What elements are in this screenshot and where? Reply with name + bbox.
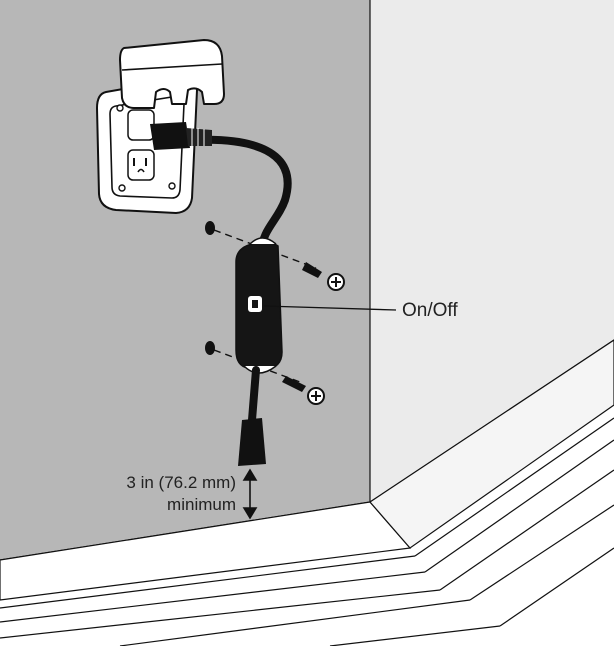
floorboard-line-2 [469,504,614,601]
screw-lower [282,376,325,405]
side-wall [370,0,614,502]
clearance-arrow-icon [242,468,258,520]
outlet-screw-right [168,182,176,190]
on-off-callout-line [263,305,397,311]
baseboard-trim-5 [0,589,441,639]
floorboard-line-3 [329,625,501,646]
baseboard-trim-3 [0,571,426,623]
plug-strain-relief [186,128,212,146]
clearance-label-line1: 3 in (76.2 mm) [126,473,236,492]
baseboard-trim-6 [439,469,614,591]
receptacle-lower [127,149,155,181]
baseboard-trim-2 [414,417,614,557]
back-wall [0,0,370,560]
baseboard-right-face [369,339,614,549]
clearance-label-line2: minimum [167,495,236,514]
plug [150,122,212,150]
outdoor-outlet [96,39,225,214]
screw-upper [302,262,345,291]
outlet-cover-lid [119,39,225,109]
outlet-screw-top [116,104,124,112]
power-cord-lower [248,366,260,424]
wall-hole-upper [205,221,215,235]
baseboard-trim-1 [0,555,416,609]
plug-body [150,122,190,150]
outlet-screw-bottom [118,184,126,192]
cord-connector [238,418,266,466]
power-cord-upper [192,135,292,254]
floorboard-line-4 [499,547,614,627]
floorboard-line-1 [119,599,471,646]
baseboard-trim-4 [424,439,614,573]
on-off-label: On/Off [402,300,458,321]
wall-hole-lower [205,341,215,355]
cover-lid-edge [121,63,223,71]
receptacle-upper [127,109,155,141]
outdoor-smart-plug-device [235,237,283,374]
device-mount-tab-top [249,237,277,245]
baseboard [0,339,614,646]
receptacle-ground [137,168,145,173]
